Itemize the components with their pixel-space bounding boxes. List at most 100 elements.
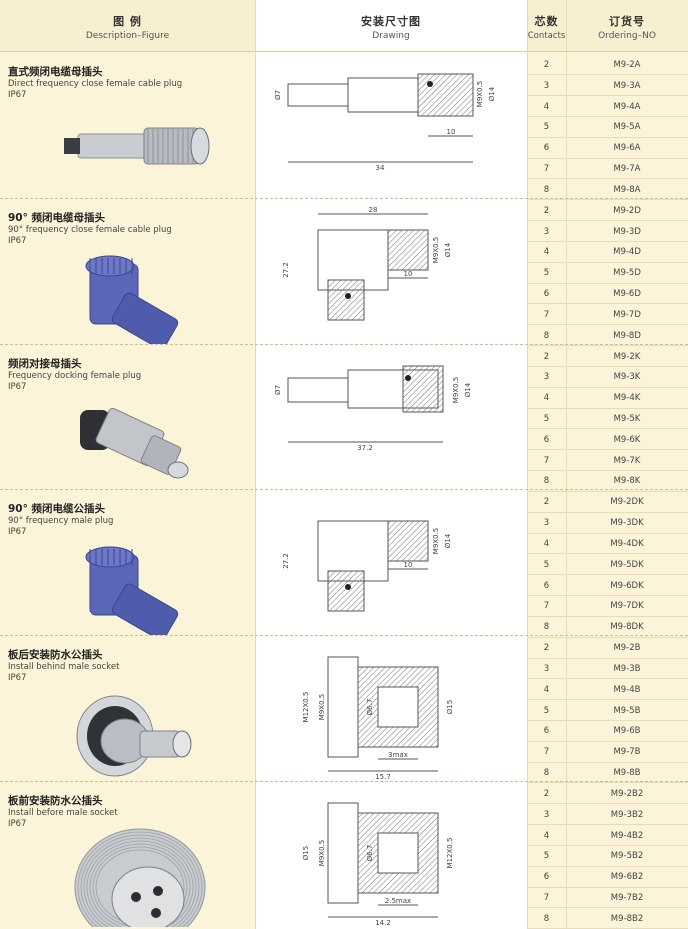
ordering-number-cell: M9-3B bbox=[613, 664, 641, 674]
dimension-length: 28 bbox=[369, 206, 378, 214]
dimension-diameter: Ø14 bbox=[444, 242, 452, 257]
contacts-cell: 6 bbox=[543, 872, 550, 883]
contacts-cell: 2 bbox=[543, 60, 550, 70]
product-title-zh: 板前安装防水公插头 bbox=[8, 795, 103, 807]
ordering-number-cell: M9-4D bbox=[613, 247, 641, 258]
contacts-cell: 4 bbox=[543, 684, 550, 695]
contacts-cell: 2 bbox=[543, 351, 550, 362]
contacts-cell: 4 bbox=[543, 393, 550, 404]
dimension-length: 15.7 bbox=[375, 773, 391, 781]
dimension-diameter: Ø15 bbox=[302, 846, 310, 860]
contacts-cell: 8 bbox=[543, 330, 550, 341]
dimension-length: 10 bbox=[404, 561, 413, 569]
row-divider bbox=[527, 261, 688, 263]
installation-drawing: Ø7 M9X0.5 Ø14 10 34 bbox=[274, 73, 496, 172]
thread-ring bbox=[77, 831, 203, 927]
product-title-zh: 频闭对接母插头 bbox=[8, 357, 82, 370]
ordering-number-cell: M9-7B bbox=[613, 747, 641, 758]
row-divider bbox=[527, 886, 688, 888]
dimension-height: 27.2 bbox=[282, 554, 290, 570]
ordering-number-cell: M9-7A bbox=[613, 164, 641, 174]
ordering-number-cell: M9-6B2 bbox=[610, 872, 644, 883]
row-divider bbox=[527, 324, 688, 326]
row-divider bbox=[527, 95, 688, 97]
row-divider bbox=[527, 490, 688, 492]
ordering-number-cell: M9-5A bbox=[613, 122, 641, 133]
o-ring bbox=[345, 292, 351, 299]
row-divider bbox=[527, 428, 688, 430]
product-title-zh: 90° 频闭电缆母插头 bbox=[8, 211, 106, 224]
column-divider bbox=[255, 0, 256, 929]
dimension-length: 10 bbox=[447, 128, 456, 136]
ordering-number-cell: M9-6DK bbox=[610, 580, 644, 591]
product-title-zh: 板后安装防水公插头 bbox=[8, 649, 103, 662]
o-ring bbox=[345, 584, 351, 591]
row-divider bbox=[527, 74, 688, 76]
contacts-cell: 3 bbox=[543, 809, 550, 820]
contacts-cell: 3 bbox=[543, 372, 550, 383]
ordering-number-cell: M9-8A bbox=[613, 184, 641, 195]
contacts-cell: 2 bbox=[543, 497, 550, 508]
o-ring bbox=[427, 81, 433, 87]
ordering-number-cell: M9-6A bbox=[613, 143, 641, 154]
row-divider bbox=[527, 761, 688, 763]
contacts-cell: 6 bbox=[543, 143, 550, 154]
ordering-number-cell: M9-6B bbox=[613, 726, 641, 737]
product-title-zh: 90° 频闭电缆公插头 bbox=[8, 503, 106, 516]
ordering-number-cell: M9-8DK bbox=[610, 622, 644, 633]
knurl-section bbox=[387, 229, 429, 271]
dimension-thread: M9X0.5 bbox=[476, 81, 484, 107]
ordering-number-cell: M9-5DK bbox=[610, 559, 644, 570]
product-rating: IP67 bbox=[8, 90, 27, 100]
product-title-zh: 直式频闭电缆母插头 bbox=[8, 66, 103, 78]
dimension-length: 10 bbox=[404, 270, 413, 278]
cable-section bbox=[327, 570, 365, 612]
panel bbox=[327, 802, 359, 904]
contacts-cell: 4 bbox=[543, 539, 550, 549]
dimension-length: 34 bbox=[376, 164, 385, 172]
angle-top bbox=[85, 255, 135, 277]
ordering-number-cell: M9-3K bbox=[613, 372, 641, 383]
row-divider bbox=[527, 386, 688, 388]
row-divider bbox=[527, 240, 688, 242]
product-photo bbox=[80, 407, 189, 479]
row-divider bbox=[527, 469, 688, 471]
ordering-number-cell: M9-2D bbox=[613, 205, 641, 216]
socket-bore bbox=[377, 686, 419, 728]
row-divider bbox=[527, 407, 688, 409]
ordering-number-cell: M9-7D bbox=[613, 309, 641, 320]
row-divider bbox=[527, 282, 688, 284]
column-divider bbox=[566, 0, 567, 929]
contacts-cell: 7 bbox=[543, 747, 550, 758]
dimension-diameter: Ø7 bbox=[274, 90, 282, 100]
product-title-en: Install before male socket bbox=[8, 808, 118, 818]
knurl-section bbox=[417, 73, 474, 117]
ordering-number-cell: M9-4DK bbox=[610, 539, 644, 549]
dimension-length: 2.5max bbox=[385, 897, 411, 905]
row-divider bbox=[527, 157, 688, 159]
contacts-cell: 3 bbox=[543, 80, 550, 91]
ordering-number-cell: M9-2B bbox=[613, 643, 641, 654]
ordering-number-cell: M9-2K bbox=[613, 351, 641, 362]
dimension-length: 37.2 bbox=[357, 444, 373, 452]
contacts-cell: 5 bbox=[543, 268, 550, 279]
angle-top bbox=[85, 546, 135, 568]
header-drawing-zh: 安装尺寸图 bbox=[361, 15, 421, 28]
row-divider bbox=[527, 719, 688, 721]
row-divider bbox=[527, 199, 688, 201]
row-divider bbox=[527, 740, 688, 742]
thread-ring bbox=[86, 840, 194, 927]
contacts-cell: 7 bbox=[543, 164, 550, 174]
product-photo bbox=[85, 546, 179, 636]
row-divider bbox=[527, 303, 688, 305]
contacts-cell: 3 bbox=[543, 518, 550, 529]
header-ordering-zh: 订货号 bbox=[609, 15, 645, 28]
row-divider bbox=[527, 220, 688, 222]
contacts-cell: 2 bbox=[543, 789, 550, 799]
row-divider bbox=[527, 115, 688, 117]
ordering-number-cell: M9-4B2 bbox=[610, 830, 644, 841]
row-divider bbox=[527, 636, 688, 638]
dimension-diameter: Ø14 bbox=[488, 86, 496, 101]
row-divider bbox=[527, 365, 688, 367]
